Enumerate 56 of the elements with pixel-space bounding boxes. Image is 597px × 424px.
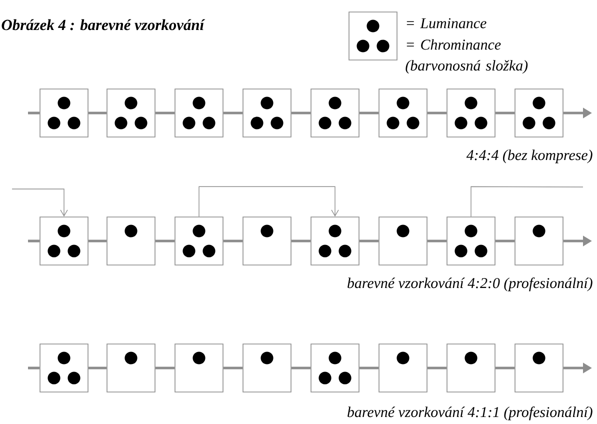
sample-box xyxy=(310,88,360,138)
sample-box xyxy=(378,216,428,266)
signal-line xyxy=(495,112,515,114)
row-caption: barevné vzorkování 4:1:1 (profesionální) xyxy=(348,406,592,420)
sample-box xyxy=(378,88,428,138)
sample-box xyxy=(40,344,88,392)
sample-box xyxy=(514,344,564,392)
signal-line xyxy=(88,240,107,242)
signal-line xyxy=(495,240,515,242)
sample-box xyxy=(378,344,428,392)
sample-box xyxy=(310,216,360,266)
leader-arrow xyxy=(198,186,339,217)
sample-box xyxy=(514,88,564,138)
sample-box xyxy=(106,88,156,138)
signal-line xyxy=(359,112,379,114)
signal-line xyxy=(223,112,243,114)
signal-line xyxy=(427,366,447,370)
signal-line xyxy=(359,366,379,370)
sample-box xyxy=(446,344,496,392)
row-caption: barevné vzorkování 4:2:0 (profesionální) xyxy=(348,278,592,292)
sample-box xyxy=(40,88,88,138)
signal-line xyxy=(291,366,311,370)
signal-line xyxy=(495,366,515,370)
sample-box xyxy=(174,344,224,392)
legend-text: = Chrominance (barvonosná složka) xyxy=(406,39,528,74)
legend-text: = Luminance xyxy=(406,18,486,28)
signal-line xyxy=(427,240,447,242)
sample-box xyxy=(514,216,564,266)
signal-line xyxy=(155,112,175,114)
signal-line xyxy=(28,240,40,242)
signal-line xyxy=(291,112,311,114)
figure-title: Obrázek 4 : barevné vzorkování xyxy=(2,19,206,30)
sample-box xyxy=(106,344,156,392)
sample-box xyxy=(174,216,224,266)
sample-box xyxy=(40,216,88,266)
signal-line xyxy=(291,240,311,242)
sample-box xyxy=(446,216,496,266)
signal-line xyxy=(88,112,107,114)
signal-line xyxy=(223,240,243,242)
signal-line xyxy=(28,366,40,370)
signal-line xyxy=(427,112,447,114)
signal-line xyxy=(223,366,243,370)
signal-line xyxy=(359,240,379,242)
sample-box xyxy=(106,216,156,266)
signal-line xyxy=(88,366,107,370)
signal-line xyxy=(155,240,175,242)
leader-arrow xyxy=(12,188,68,217)
sample-box xyxy=(242,216,292,266)
row-caption: 4:4:4 (bez komprese) xyxy=(466,150,592,164)
signal-line xyxy=(28,112,40,114)
sample-box xyxy=(242,344,292,392)
sample-box xyxy=(310,344,360,392)
signal-line xyxy=(155,366,175,370)
sample-box xyxy=(174,88,224,138)
sample-box xyxy=(446,88,496,138)
sample-box xyxy=(242,88,292,138)
